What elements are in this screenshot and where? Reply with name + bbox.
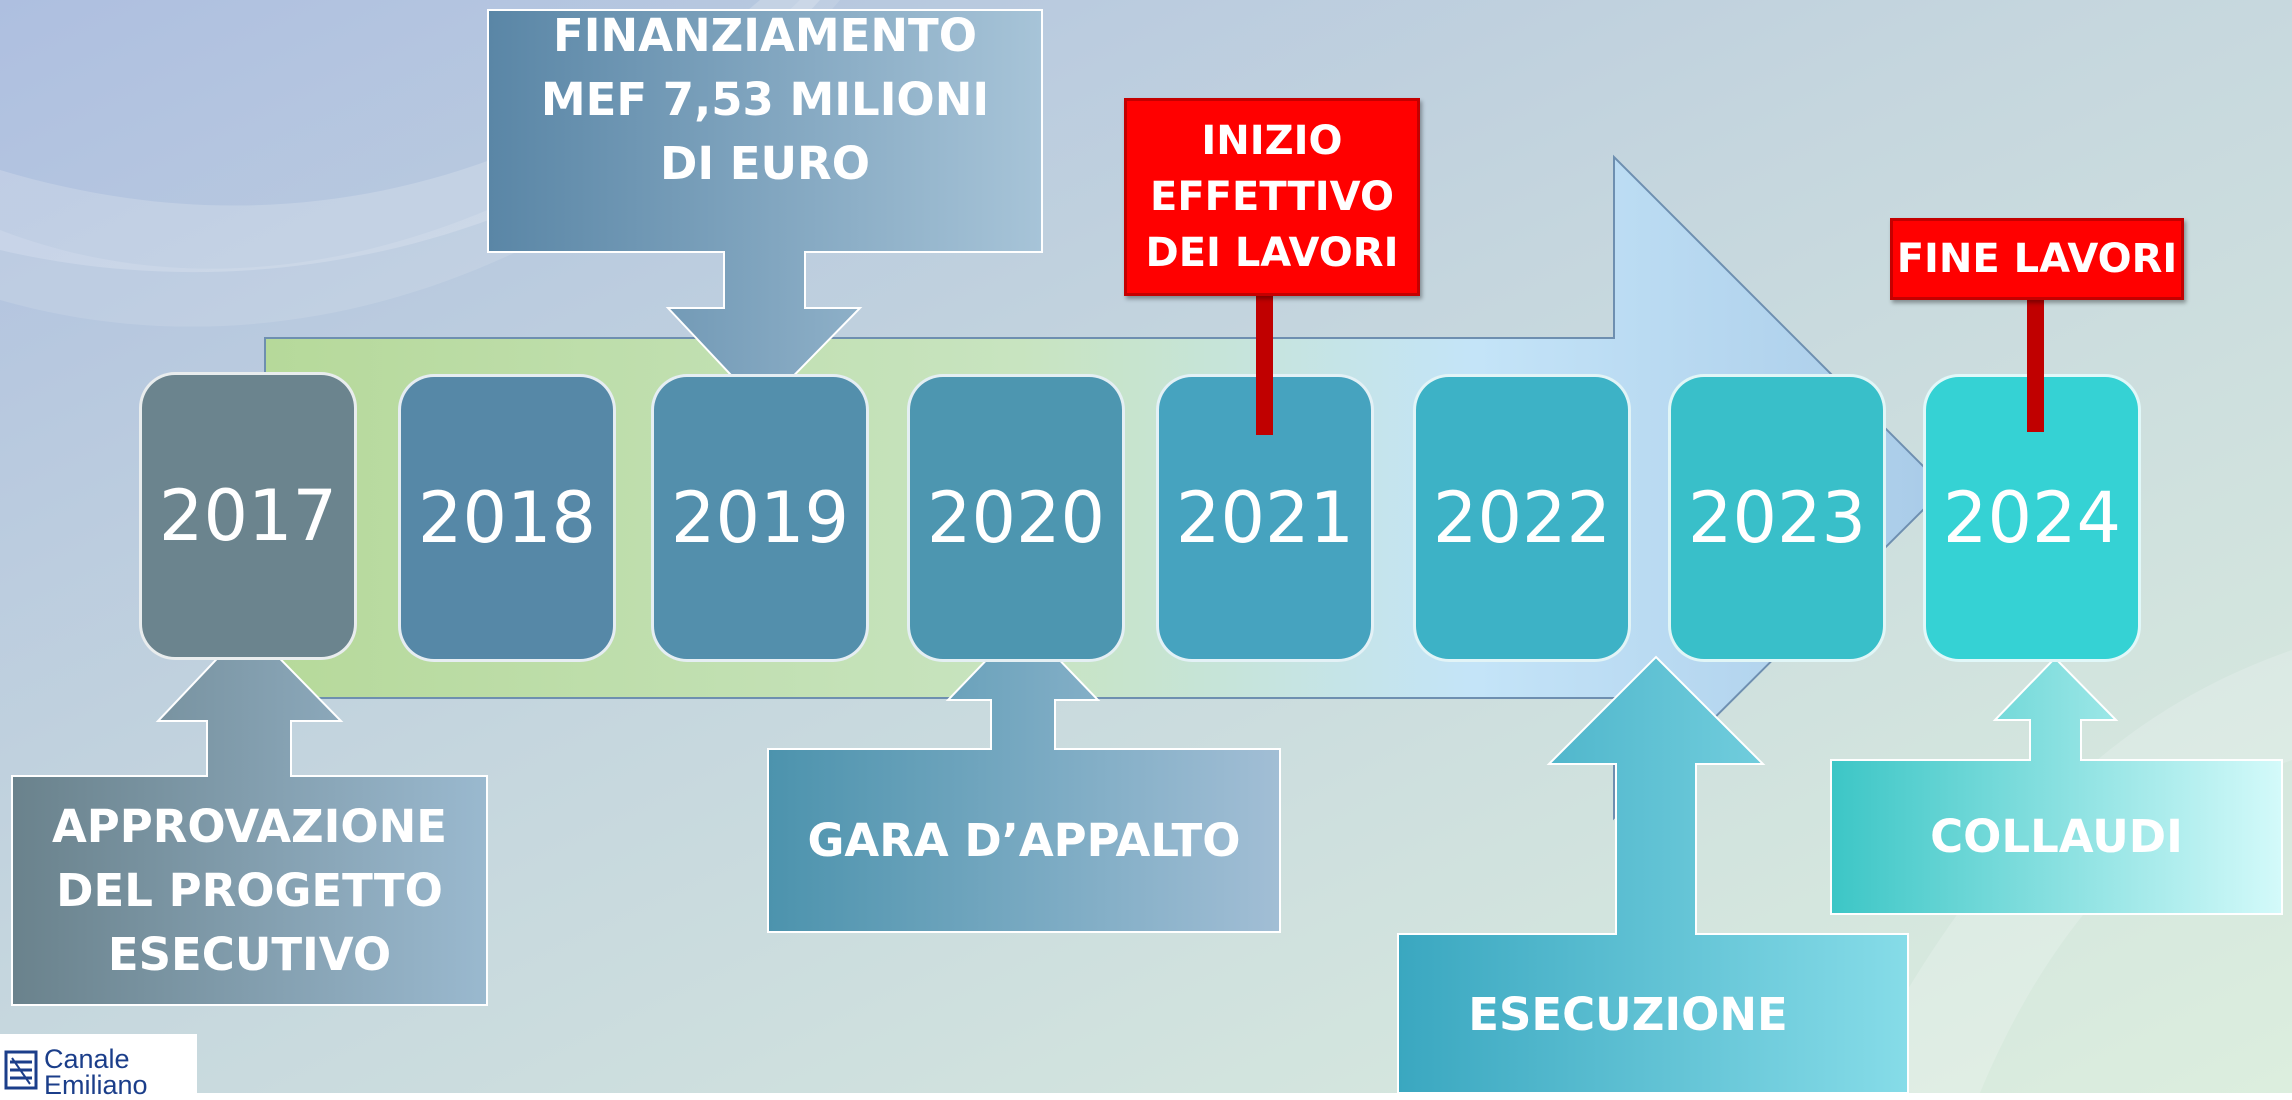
- year-box-2020: 2020: [907, 374, 1125, 662]
- company-logo: Canale Emiliano: [0, 1034, 197, 1099]
- year-box-2022: 2022: [1413, 374, 1631, 662]
- year-box-2019: 2019: [651, 374, 869, 662]
- year-box-2017: 2017: [139, 372, 357, 660]
- year-box-2023: 2023: [1668, 374, 1886, 662]
- logo-emblem-icon: [4, 1050, 38, 1090]
- callout-esecuzione: ESECUZIONE: [1468, 988, 1788, 1041]
- logo-text: Canale Emiliano: [44, 1044, 148, 1100]
- callout-finanziamento: FINANZIAMENTO MEF 7,53 MILIONI DI EURO: [540, 9, 990, 190]
- callout-collaudi: COLLAUDI: [1930, 810, 2183, 863]
- callout-approvazione: APPROVAZIONE DEL PROGETTO ESECUTIVO: [51, 799, 448, 981]
- callout-gara-appalto: GARA D’APPALTO: [807, 813, 1241, 867]
- flag-inizio-lavori: INIZIO EFFETTIVO DEI LAVORI: [1124, 98, 1420, 296]
- year-box-2018: 2018: [398, 374, 616, 662]
- flag-fine-lavori: FINE LAVORI: [1890, 218, 2184, 300]
- flag-pole-inizio: [1256, 290, 1273, 435]
- flag-pole-fine: [2027, 292, 2044, 432]
